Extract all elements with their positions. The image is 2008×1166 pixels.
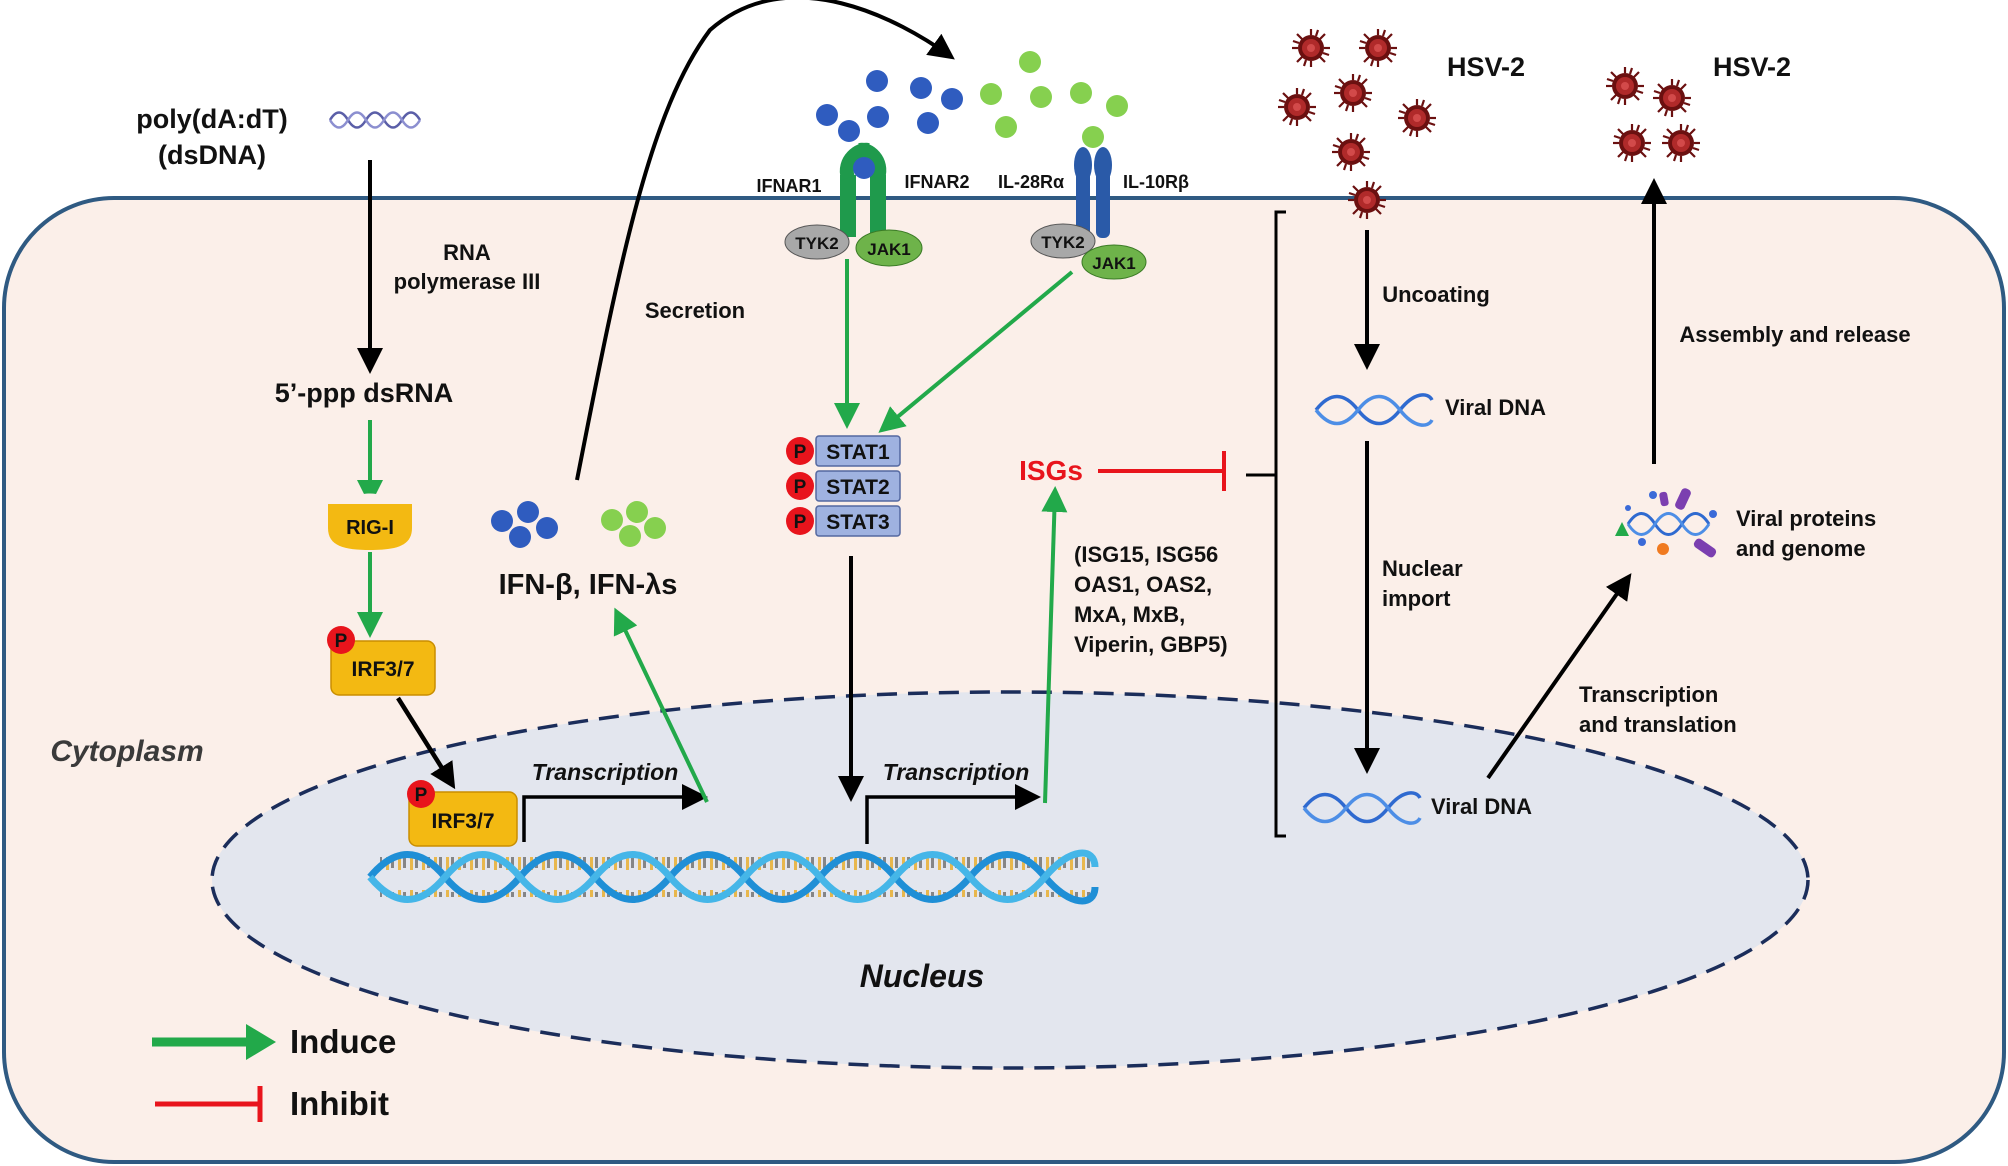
transcription-label-1: Transcription — [532, 759, 679, 785]
ifnar1-label: IFNAR1 — [756, 176, 821, 196]
viral-lifecycle-bracket — [1246, 210, 1286, 838]
tyk2-il28-label: TYK2 — [1041, 233, 1084, 252]
arrow-trans-transl — [1486, 573, 1632, 780]
viral-proteins-label-2: and genome — [1736, 536, 1866, 561]
viral-proteins-icon — [1615, 488, 1717, 558]
stimulus-label-line1: poly(dA:dT) — [136, 104, 287, 134]
isg-list-1: (ISG15, ISG56 — [1074, 542, 1218, 567]
hsv2-label-released: HSV-2 — [1713, 52, 1791, 82]
secretion-label: Secretion — [645, 298, 745, 323]
cytoplasm-label: Cytoplasm — [50, 735, 203, 768]
rigi-sensor: RIG-I — [328, 493, 412, 550]
ifn-lambda-cluster — [601, 501, 666, 547]
nuclear-dna-helix — [367, 849, 1099, 905]
irf-cyto-label: IRF3/7 — [351, 658, 414, 681]
stat2-label: STAT2 — [826, 476, 889, 499]
phospho-stat1: P — [794, 442, 807, 463]
ifn-extracellular — [816, 51, 1128, 148]
phospho-irf-cyto: P — [335, 631, 348, 652]
enzyme-label-line2: polymerase III — [394, 269, 541, 294]
transcription-arrow-1 — [522, 784, 708, 842]
nuclear-import-label-2: import — [1382, 586, 1451, 611]
phospho-irf-nuc: P — [415, 785, 428, 806]
phospho-stat3: P — [794, 512, 807, 533]
intermediate-label: 5’-ppp dsRNA — [275, 378, 454, 408]
rigi-label: RIG-I — [346, 517, 394, 539]
arrow-to-ifn — [613, 607, 709, 803]
isg-list-3: MxA, MxB, — [1074, 602, 1185, 627]
stat-stack: STAT1 STAT2 STAT3 P P P — [786, 435, 901, 537]
hsv2-virions-released — [1604, 65, 1702, 164]
il28-label: IL-28Rα — [998, 172, 1064, 192]
trans-transl-label-1: Transcription — [1579, 682, 1718, 707]
legend: Induce Inhibit — [152, 1023, 396, 1122]
transcription-label-2: Transcription — [883, 759, 1030, 785]
ifn-label: IFN-β, IFN-λs — [499, 569, 678, 601]
viral-dna-cyto-label: Viral DNA — [1445, 395, 1546, 420]
viral-dna-cyto-icon — [1314, 393, 1434, 427]
nucleus-label: Nucleus — [860, 958, 984, 994]
secretion-arrow — [575, 0, 955, 481]
il28-il10-receptor — [1074, 147, 1112, 238]
legend-induce-label: Induce — [290, 1023, 396, 1060]
uncoating-label: Uncoating — [1382, 282, 1490, 307]
irf-cytoplasm: IRF3/7 P — [327, 626, 436, 696]
tyk2-ifnar: TYK2 — [784, 224, 850, 260]
jak1-il28: JAK1 — [1081, 244, 1147, 280]
tyk2-ifnar-label: TYK2 — [795, 234, 838, 253]
isg-list-2: OAS1, OAS2, — [1074, 572, 1212, 597]
arrow-il28-stat — [878, 270, 1074, 433]
legend-inhibit-label: Inhibit — [290, 1085, 389, 1122]
viral-proteins-label-1: Viral proteins — [1736, 506, 1876, 531]
assembly-label: Assembly and release — [1679, 322, 1910, 347]
ifnar-receptor — [839, 142, 887, 237]
viral-dna-nuc-label: Viral DNA — [1431, 794, 1532, 819]
arrow-irf-translocation — [396, 696, 456, 790]
jak1-ifnar-label: JAK1 — [867, 240, 910, 259]
nuclear-import-label-1: Nuclear — [1382, 556, 1463, 581]
jak1-ifnar: JAK1 — [855, 229, 923, 267]
stat1-label: STAT1 — [826, 441, 890, 464]
stat3-label: STAT3 — [826, 511, 889, 534]
phospho-stat2: P — [794, 477, 807, 498]
isg-list-4: Viperin, GBP5) — [1074, 632, 1228, 657]
hsv2-label-entering: HSV-2 — [1447, 52, 1525, 82]
il10-label: IL-10Rβ — [1123, 172, 1189, 192]
jak1-il28-label: JAK1 — [1092, 254, 1135, 273]
irf-nuc-label: IRF3/7 — [431, 810, 494, 833]
irf-nucleus: IRF3/7 P — [407, 780, 518, 847]
transcription-arrow-2 — [865, 784, 1041, 844]
hsv2-virions-entering — [1276, 27, 1438, 221]
stimulus-label-line2: (dsDNA) — [158, 140, 266, 170]
trans-transl-label-2: and translation — [1579, 712, 1737, 737]
enzyme-label-line1: RNA — [443, 240, 491, 265]
arrow-to-isgs — [1041, 486, 1068, 804]
tyk2-il28: TYK2 — [1030, 223, 1096, 259]
isgs-label: ISGs — [1019, 455, 1083, 486]
viral-dna-nuc-icon — [1302, 791, 1422, 825]
ifn-beta-cluster — [491, 501, 558, 548]
ifnar2-label: IFNAR2 — [904, 172, 969, 192]
dsdna-icon — [328, 111, 422, 129]
